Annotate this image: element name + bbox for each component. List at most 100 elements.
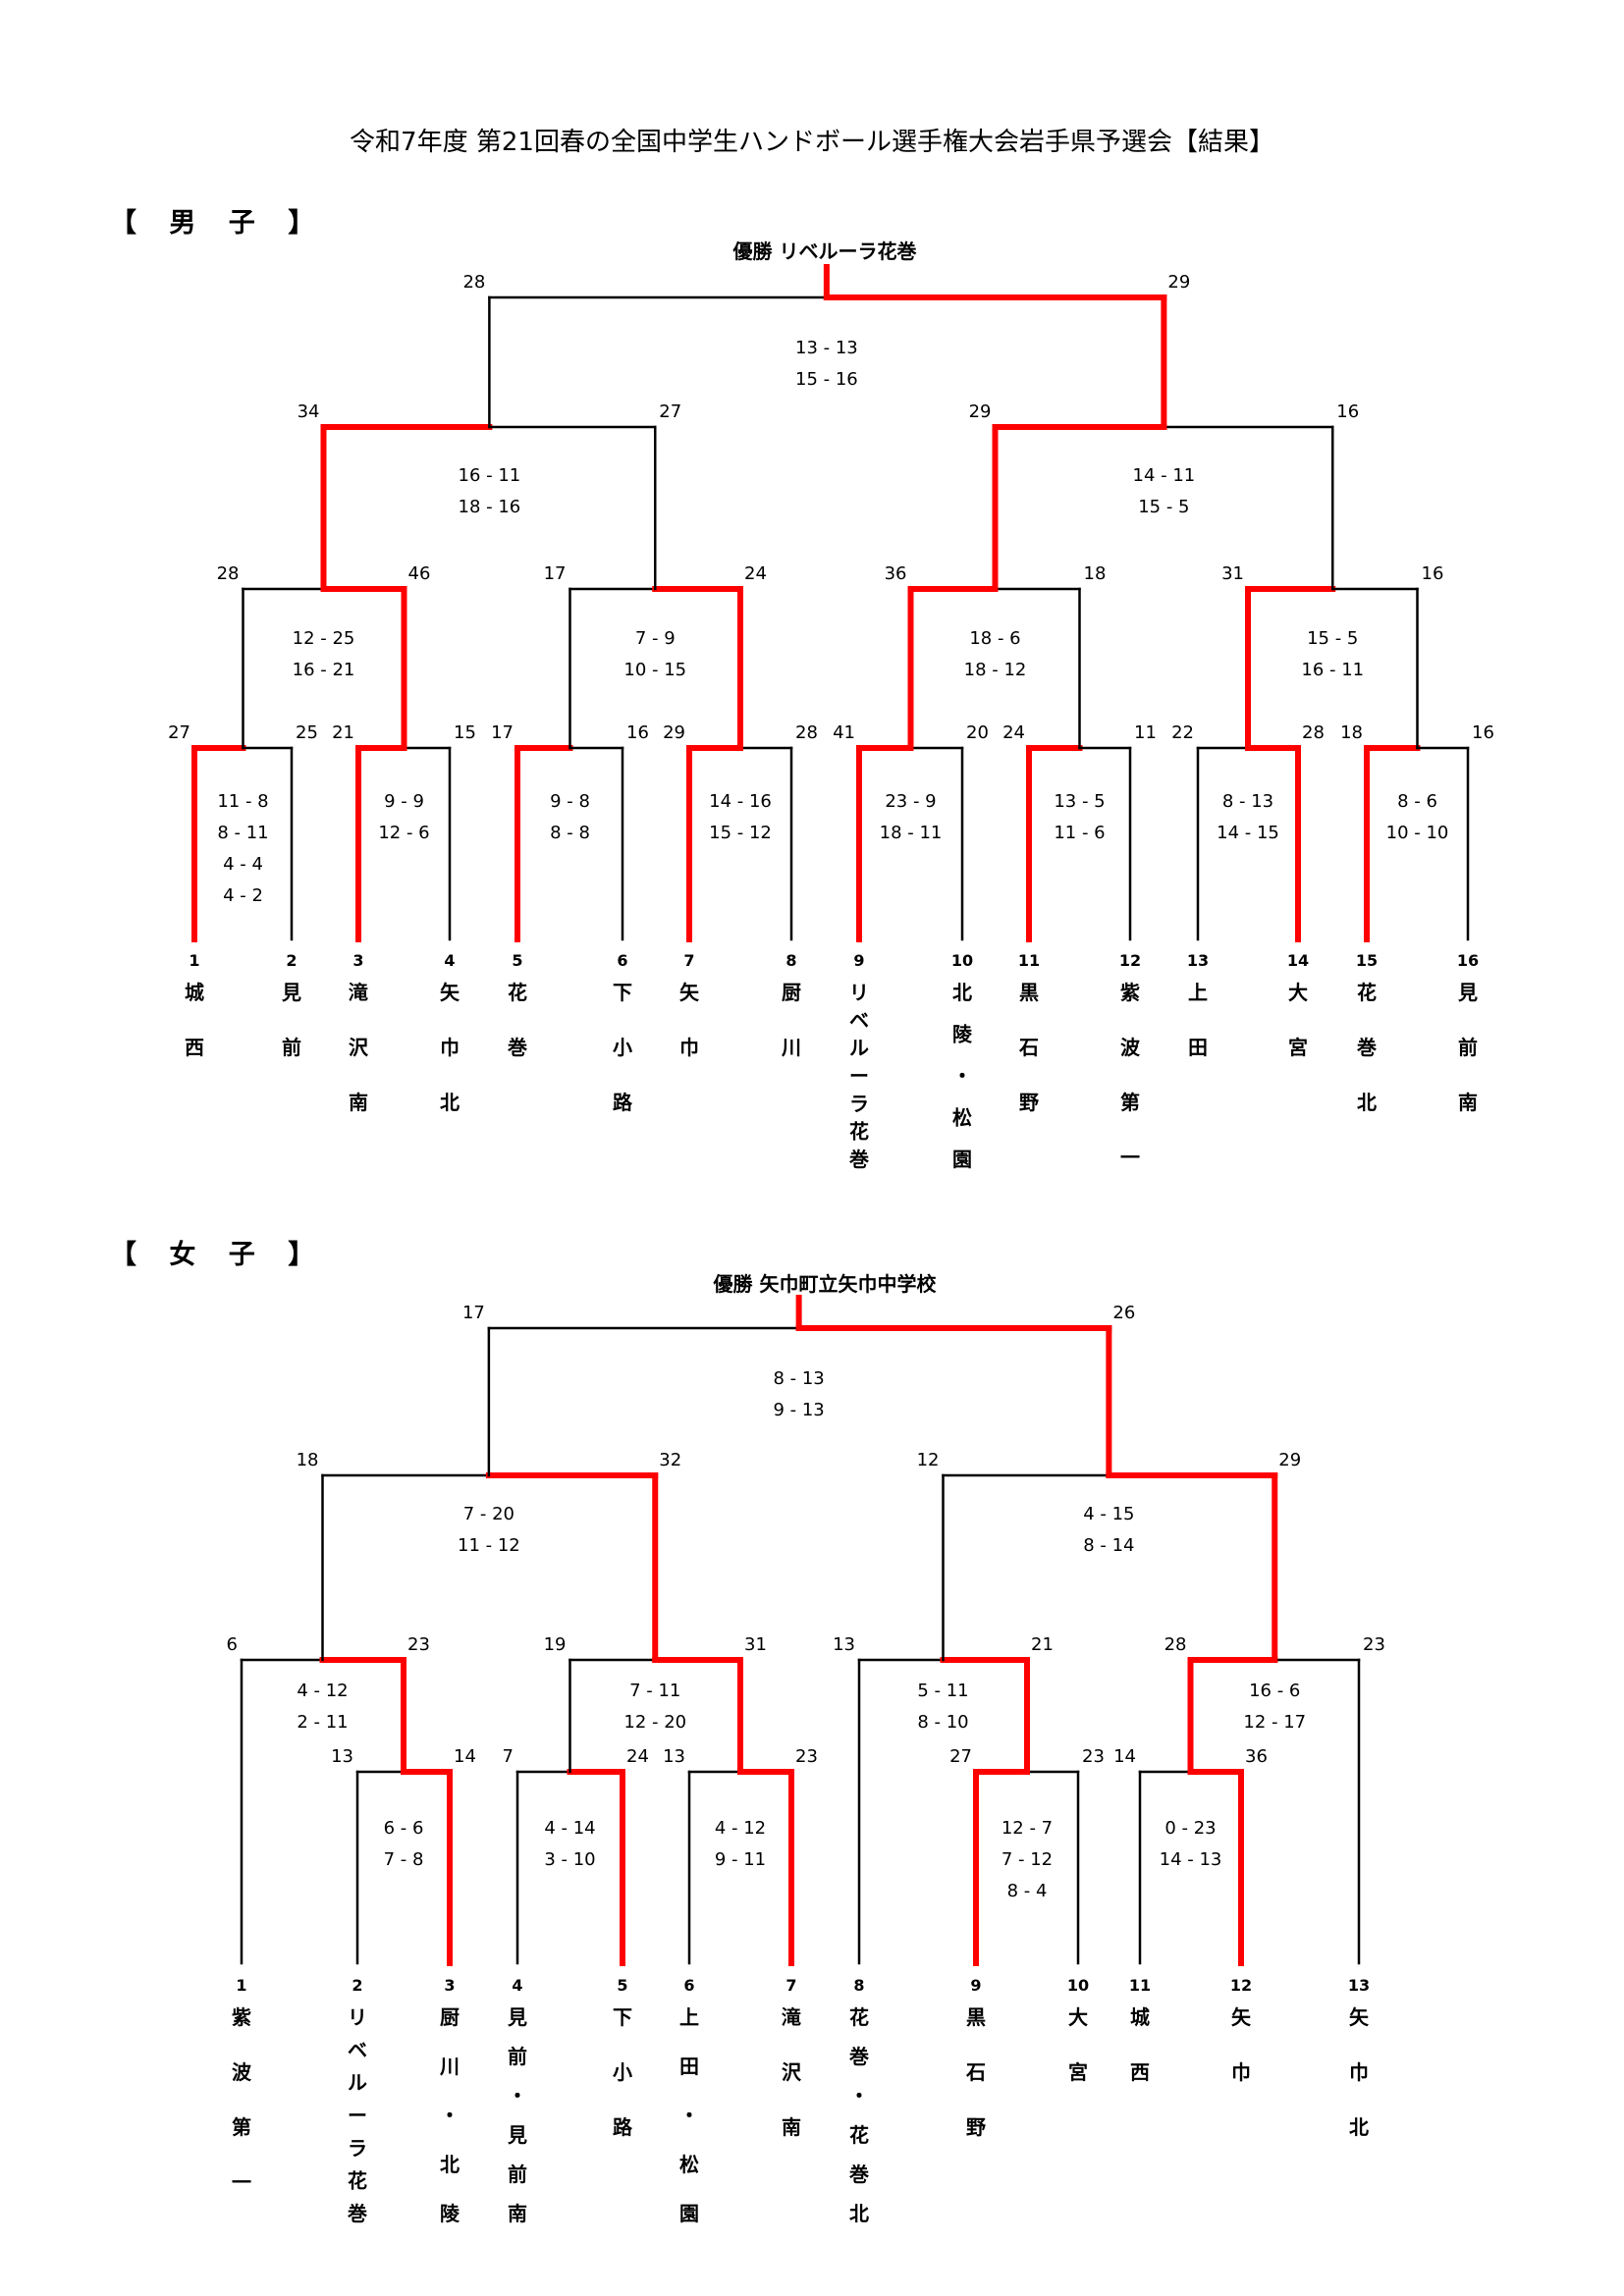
girls-r2-a-left-total: 6	[227, 1634, 238, 1655]
boys-12-team-name-char: 第	[1120, 1091, 1140, 1114]
girls-r2-a-score-row: 4 - 12	[297, 1681, 348, 1701]
boys-1-team-name-char: 西	[185, 1036, 204, 1059]
girls-r2-b-left-total: 19	[544, 1634, 567, 1655]
boys-r1-7-left-total: 22	[1171, 722, 1194, 743]
boys-9-team-name-char: ー	[849, 1064, 869, 1088]
girls-11-team-number: 11	[1129, 1976, 1151, 1995]
girls-11-team-name-char: 城	[1130, 2005, 1150, 2029]
girls-8-team-name-char: 花	[849, 2123, 869, 2147]
boys-r1-4-score-row: 15 - 12	[709, 823, 772, 843]
boys-r2-4-left-total: 31	[1221, 563, 1244, 584]
boys-r2-3-score-row: 18 - 6	[969, 628, 1020, 649]
girls-sf-b-right-total: 29	[1278, 1450, 1301, 1470]
boys-11-team-number: 11	[1018, 951, 1040, 970]
boys-r1-1-score-row: 11 - 8	[217, 791, 268, 812]
boys-r2-1-score-row: 16 - 21	[293, 660, 355, 680]
boys-11-team-name-char: 石	[1018, 1036, 1039, 1059]
girls-final-score-row: 8 - 13	[773, 1368, 824, 1389]
boys-r1-5-left-total: 41	[833, 722, 855, 743]
girls-9-team-name-char: 黒	[966, 2005, 986, 2029]
boys-9-team-name-char: リ	[849, 981, 869, 1004]
boys-14-team-number: 14	[1287, 951, 1309, 970]
girls-8-team-name-char: 花	[849, 2005, 869, 2029]
girls-3-team-name-char: 陵	[440, 2202, 460, 2225]
girls-4-team-name-char: 南	[508, 2202, 527, 2225]
girls-9-team-number: 9	[970, 1976, 981, 1995]
boys-final-right-total: 29	[1167, 272, 1190, 293]
girls-r1-b-left-total: 7	[503, 1746, 514, 1767]
girls-6-team-name-char: 上	[679, 2005, 699, 2029]
girls-4-team-name-char: ・	[508, 2084, 527, 2108]
boys-12-team-name-char: 紫	[1120, 981, 1140, 1004]
boys-r1-4-left-total: 29	[663, 722, 685, 743]
girls-final-score-row: 9 - 13	[773, 1400, 824, 1420]
boys-3-team-name-char: 南	[349, 1091, 368, 1114]
boys-sf-1-score-row: 16 - 11	[459, 465, 521, 486]
girls-5-team-name-char: 小	[613, 2060, 632, 2084]
boys-r1-3-score-row: 8 - 8	[550, 823, 590, 843]
boys-15-team-name-char: 北	[1357, 1091, 1377, 1114]
boys-16-team-number: 16	[1457, 951, 1479, 970]
girls-10-team-number: 10	[1067, 1976, 1089, 1995]
girls-12-team-name-char: 巾	[1231, 2060, 1251, 2084]
girls-section-label: 【 女 子 】	[110, 1240, 327, 1270]
boys-r2-1-left-total: 28	[217, 563, 240, 584]
boys-r1-2-right-total: 15	[454, 722, 476, 743]
girls-6-team-name-char: ・	[679, 2104, 699, 2127]
boys-5-team-name-char: 花	[508, 981, 527, 1004]
boys-1-team-number: 1	[189, 951, 199, 970]
boys-r1-1-right-total: 25	[296, 722, 318, 743]
boys-13-team-name-char: 田	[1188, 1036, 1208, 1059]
boys-4-team-name-char: 巾	[440, 1036, 460, 1059]
boys-r1-3-right-total: 16	[626, 722, 649, 743]
boys-6-team-name-char: 路	[613, 1091, 633, 1114]
boys-r1-6-score-row: 13 - 5	[1054, 791, 1105, 812]
boys-r1-8-left-total: 18	[1340, 722, 1363, 743]
boys-7-team-name-char: 巾	[679, 1036, 699, 1059]
girls-4-team-name-char: 前	[508, 2045, 527, 2068]
girls-sf-b-left-total: 12	[917, 1450, 940, 1470]
girls-r1-b-score-row: 3 - 10	[544, 1849, 595, 1870]
girls-6-team-name-char: 松	[679, 2153, 699, 2176]
girls-r2-a-right-total: 23	[407, 1634, 430, 1655]
girls-10-team-name-char: 大	[1068, 2005, 1088, 2029]
girls-7-team-name-char: 南	[782, 2115, 801, 2139]
boys-9-team-name-char: ラ	[849, 1092, 869, 1115]
boys-5-team-name-char: 巻	[507, 1036, 528, 1059]
boys-r1-8-score-row: 8 - 6	[1397, 791, 1437, 812]
boys-r1-5-score-row: 23 - 9	[885, 791, 936, 812]
boys-sf-2-score-row: 15 - 5	[1138, 497, 1189, 517]
boys-15-team-name-char: 巻	[1356, 1036, 1378, 1059]
girls-10-team-name-char: 宮	[1068, 2060, 1088, 2084]
girls-r1-e-score-row: 14 - 13	[1160, 1849, 1222, 1870]
girls-r1-c-right-total: 23	[795, 1746, 818, 1767]
girls-r1-e-left-total: 14	[1113, 1746, 1136, 1767]
boys-r1-6-right-total: 11	[1134, 722, 1157, 743]
girls-6-team-name-char: 園	[679, 2202, 699, 2225]
boys-8-team-name-char: 川	[781, 1036, 801, 1059]
girls-3-team-name-char: 川	[439, 2055, 460, 2078]
boys-6-team-number: 6	[617, 951, 627, 970]
girls-6-team-name-char: 田	[679, 2055, 699, 2078]
girls-3-team-name-char: 厨	[440, 2005, 460, 2029]
girls-9-team-name-char: 野	[966, 2115, 986, 2139]
girls-final-right-total: 26	[1112, 1303, 1135, 1323]
boys-16-team-name-char: 見	[1458, 981, 1478, 1004]
boys-11-team-name-char: 野	[1019, 1091, 1039, 1114]
girls-r2-d-score-row: 16 - 6	[1249, 1681, 1300, 1701]
girls-2-team-name-char: ー	[348, 2104, 367, 2127]
girls-2-team-number: 2	[352, 1976, 362, 1995]
girls-r2-d-left-total: 28	[1164, 1634, 1187, 1655]
boys-7-team-name-char: 矢	[679, 981, 700, 1004]
girls-r2-c-left-total: 13	[833, 1634, 855, 1655]
boys-11-team-name-char: 黒	[1019, 981, 1039, 1004]
girls-r1-c-score-row: 4 - 12	[715, 1818, 766, 1839]
girls-r1-a-right-total: 14	[454, 1746, 476, 1767]
boys-sf-2-left-total: 29	[969, 401, 992, 422]
boys-10-team-name-char: 松	[952, 1106, 972, 1130]
girls-r1-d-score-row: 7 - 12	[1001, 1849, 1053, 1870]
boys-r2-1-right-total: 46	[408, 563, 431, 584]
boys-r2-3-right-total: 18	[1084, 563, 1107, 584]
boys-champion: 優勝 リベルーラ花巻	[732, 240, 917, 263]
boys-6-team-name-char: 下	[613, 981, 632, 1004]
